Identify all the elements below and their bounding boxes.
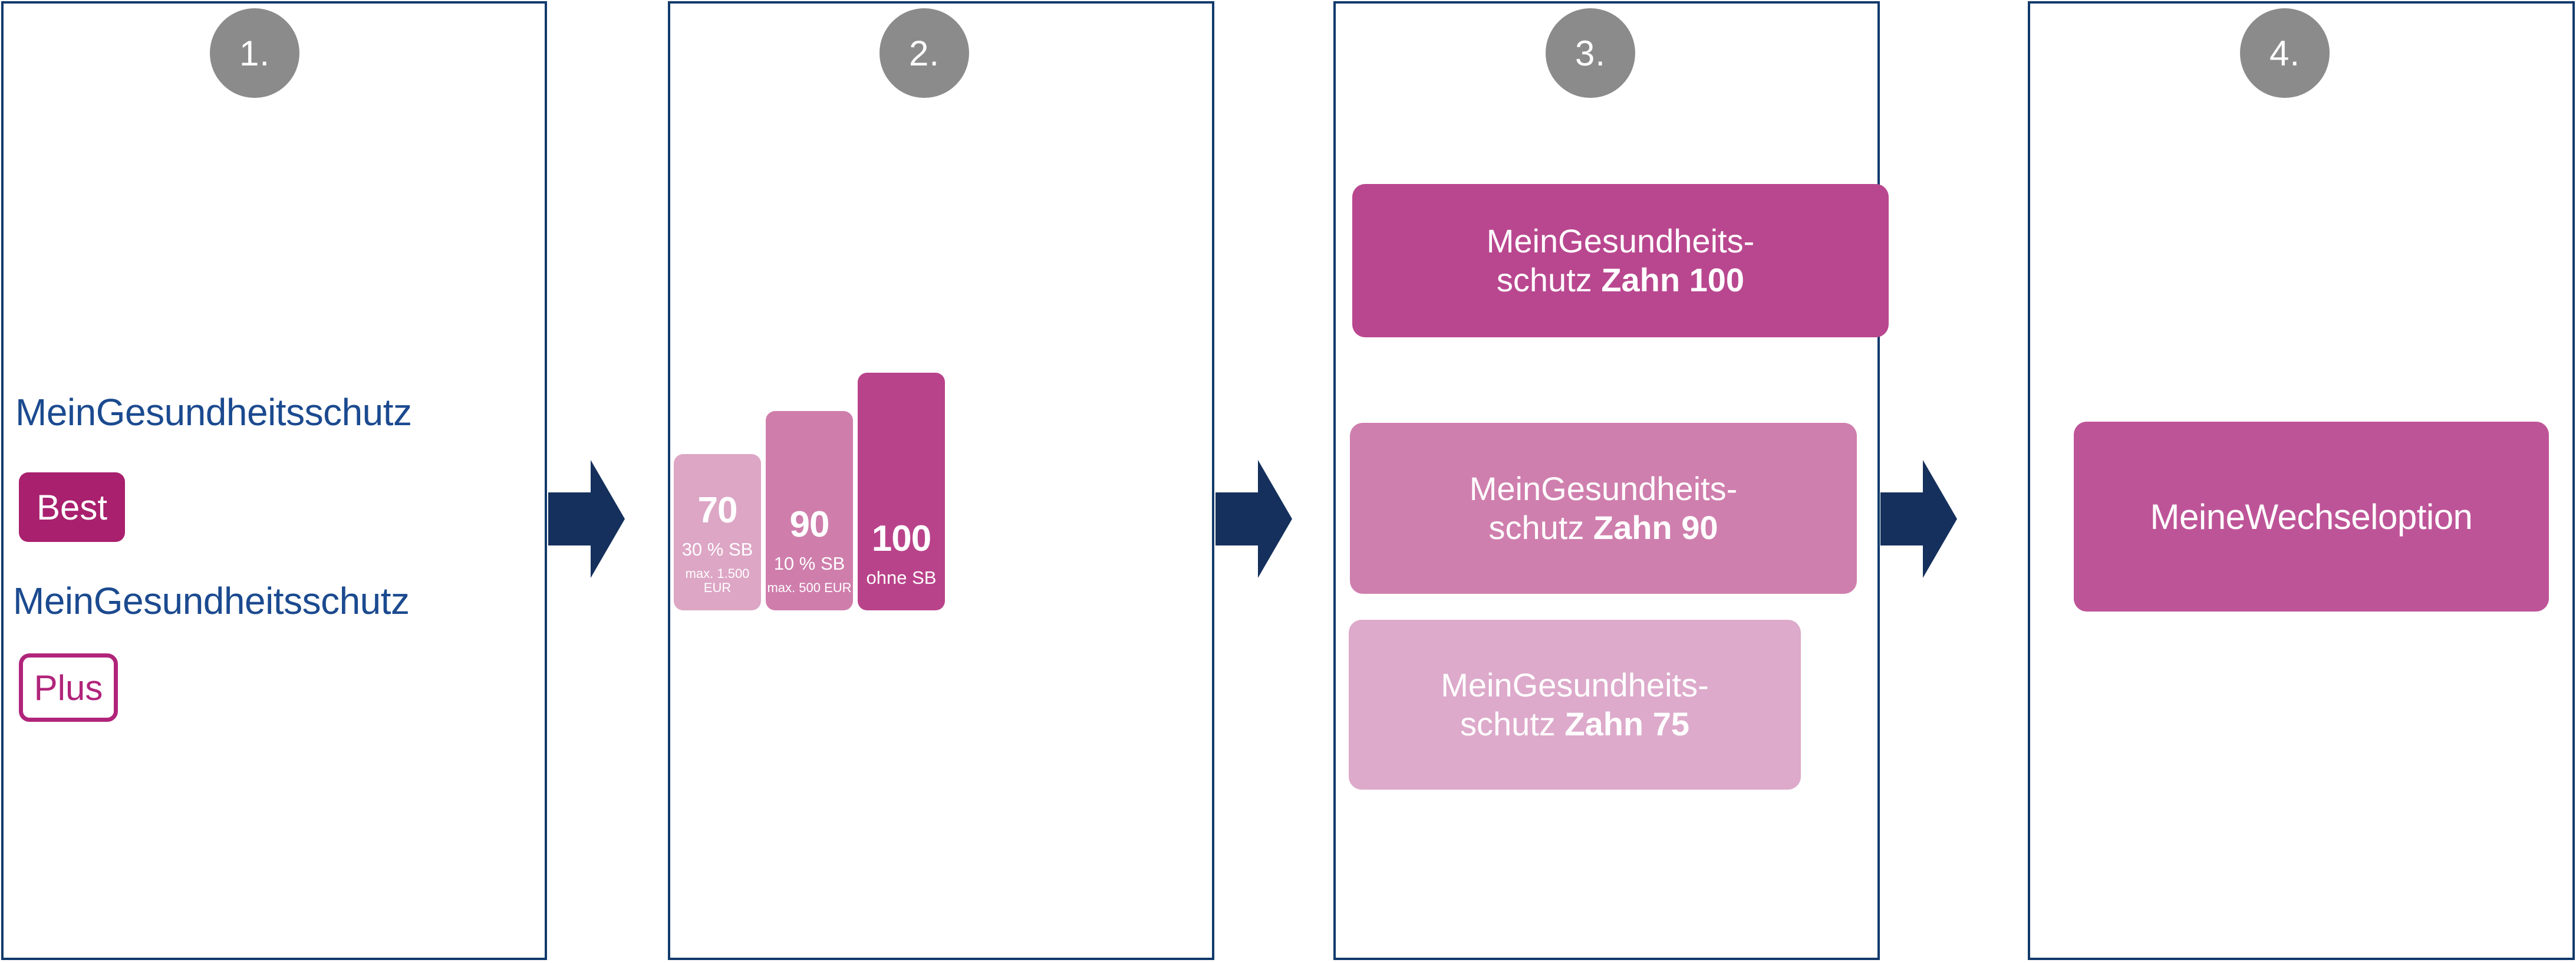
bar-90-max: max. 500 EUR: [767, 580, 852, 595]
step-badge-2: 2.: [879, 8, 969, 98]
card-zahn-75-line2-prefix: schutz: [1460, 705, 1565, 742]
panel-1-content: MeinGesundheitsschutz Best MeinGesundhei…: [4, 4, 545, 958]
card-zahn-90-prefix: MeinGesundheits-: [1469, 469, 1738, 507]
bar-100-value: 100: [871, 518, 931, 559]
card-zahn-75[interactable]: MeinGesundheits- schutz Zahn 75: [1349, 620, 1801, 790]
step-badge-4: 4.: [2240, 8, 2330, 98]
brand-label-best: MeinGesundheitsschutz: [15, 391, 412, 433]
card-zahn-100-prefix: MeinGesundheits-: [1486, 222, 1755, 259]
card-zahn-100[interactable]: MeinGesundheits- schutz Zahn 100: [1352, 184, 1889, 337]
card-zahn-75-prefix: MeinGesundheits-: [1441, 666, 1709, 704]
bar-70-sb: 30 % SB: [681, 538, 753, 560]
card-zahn-90-line2-prefix: schutz: [1488, 509, 1593, 546]
brand-label-plus: MeinGesundheitsschutz: [13, 580, 410, 622]
step-badge-3: 3.: [1546, 8, 1635, 98]
bar-70-value: 70: [697, 489, 738, 531]
bar-90[interactable]: 90 10 % SB max. 500 EUR: [766, 411, 853, 610]
card-zahn-75-bold: Zahn 75: [1564, 705, 1689, 742]
bar-70-max: max. 1.500 EUR: [685, 566, 750, 595]
card-zahn-100-line2-prefix: schutz: [1496, 261, 1602, 298]
bar-100[interactable]: 100 ohne SB: [858, 373, 945, 610]
bar-100-sb: ohne SB: [866, 567, 937, 588]
bar-90-value: 90: [789, 504, 830, 545]
tag-best[interactable]: Best: [19, 472, 125, 542]
step-badge-1: 1.: [210, 8, 299, 98]
card-zahn-90-bold: Zahn 90: [1593, 509, 1718, 546]
tag-plus[interactable]: Plus: [19, 653, 118, 722]
right-arrow-icon-2: [1215, 460, 1292, 578]
card-zahn-100-bold: Zahn 100: [1601, 261, 1745, 298]
card-zahn-100-label: MeinGesundheits- schutz Zahn 100: [1487, 222, 1754, 300]
bar-70[interactable]: 70 30 % SB max. 1.500 EUR: [674, 454, 761, 610]
bar-90-sb: 10 % SB: [773, 553, 845, 574]
card-zahn-75-label: MeinGesundheits- schutz Zahn 75: [1441, 666, 1708, 744]
card-zahn-90-label: MeinGesundheits- schutz Zahn 90: [1470, 469, 1737, 547]
right-arrow-icon-1: [548, 460, 625, 578]
card-zahn-90[interactable]: MeinGesundheits- schutz Zahn 90: [1350, 423, 1857, 594]
right-arrow-icon-3: [1880, 460, 1957, 578]
card-meine-wechseloption[interactable]: MeineWechseloption: [2074, 422, 2549, 612]
panel-step-1: MeinGesundheitsschutz Best MeinGesundhei…: [1, 1, 547, 960]
